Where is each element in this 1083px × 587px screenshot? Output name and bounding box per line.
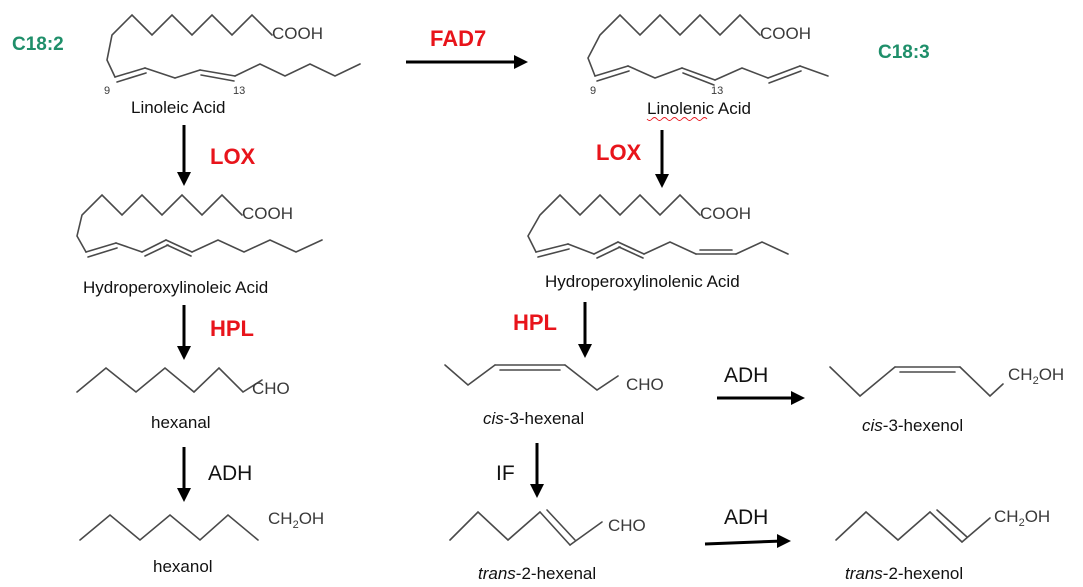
if-arrowhead <box>530 484 544 498</box>
linolenic-acid-name: Linolenic Acid <box>647 99 751 118</box>
trans-2-hexenal-structure <box>449 509 603 546</box>
hexanal-name: hexanal <box>151 413 211 432</box>
fad7-arrowhead <box>514 55 528 69</box>
hydroperoxylinolenic-acid-name: Hydroperoxylinolenic Acid <box>545 272 740 291</box>
hexanol-structure <box>79 513 259 542</box>
lox-enzyme-label-left: LOX <box>210 144 256 169</box>
hydroperoxylinolenic-acid-structure <box>527 193 789 259</box>
position-13-label-linoleic: 13 <box>233 85 245 97</box>
fad7-enzyme-label: FAD7 <box>430 26 486 51</box>
position-9-label-linolenic: 9 <box>590 85 596 97</box>
adh-arrow-trans <box>704 539 784 546</box>
cooh-label-hp-linolenic: COOH <box>700 204 751 223</box>
position-13-label-linolenic: 13 <box>711 85 723 97</box>
cooh-label-hp-linoleic: COOH <box>242 204 293 223</box>
trans-2-hexenal-name: trans-2-hexenal <box>478 564 596 583</box>
lox-arrowhead-right <box>655 174 669 188</box>
linoleic-acid-name: Linoleic Acid <box>131 98 226 117</box>
linoleic-acid-structure <box>106 13 361 83</box>
adh-arrowhead-hexanal <box>177 488 191 502</box>
ch2oh-label-trans-hexenol: CH2OH <box>994 507 1050 529</box>
if-enzyme-label: IF <box>496 462 515 485</box>
lox-enzyme-label-right: LOX <box>596 140 642 165</box>
hpl-arrowhead-left <box>177 346 191 360</box>
hexanol-name: hexanol <box>153 557 213 576</box>
cooh-label-linoleic: COOH <box>272 24 323 43</box>
hydroperoxylinoleic-acid-name: Hydroperoxylinoleic Acid <box>83 278 268 297</box>
linolenic-acid-structure <box>587 13 829 86</box>
adh-arrowhead-cis <box>791 391 805 405</box>
cho-label-cis-hexenal: CHO <box>626 375 664 394</box>
hexanal-structure <box>76 366 263 394</box>
cooh-label-linolenic: COOH <box>760 24 811 43</box>
ch2oh-label-cis-hexenol: CH2OH <box>1008 365 1064 387</box>
ch2oh-label-hexanol: CH2OH <box>268 509 324 531</box>
c18-3-label: C18:3 <box>878 42 930 63</box>
lox-arrowhead-left <box>177 172 191 186</box>
adh-enzyme-label-trans: ADH <box>724 506 768 529</box>
trans-2-hexenol-name: trans-2-hexenol <box>845 564 963 583</box>
adh-enzyme-label-cis: ADH <box>724 364 768 387</box>
trans-2-hexenol-structure <box>835 509 991 543</box>
spellcheck-underline <box>646 117 708 121</box>
cis-3-hexenal-structure <box>444 364 619 391</box>
position-9-label-linoleic: 9 <box>104 85 110 97</box>
cis-3-hexenol-name: cis-3-hexenol <box>862 416 963 435</box>
hpl-enzyme-label-right: HPL <box>513 310 557 335</box>
c18-2-label: C18:2 <box>12 34 64 55</box>
cis-3-hexenal-name: cis-3-hexenal <box>483 409 584 428</box>
hpl-enzyme-label-left: HPL <box>210 316 254 341</box>
adh-enzyme-label-hexanal: ADH <box>208 462 252 485</box>
hpl-arrowhead-right <box>578 344 592 358</box>
cho-label-hexanal: CHO <box>252 379 290 398</box>
hydroperoxylinoleic-acid-structure <box>76 193 323 258</box>
adh-arrowhead-trans <box>777 534 791 548</box>
cis-3-hexenol-structure <box>829 366 1004 398</box>
cho-label-trans-hexenal: CHO <box>608 516 646 535</box>
